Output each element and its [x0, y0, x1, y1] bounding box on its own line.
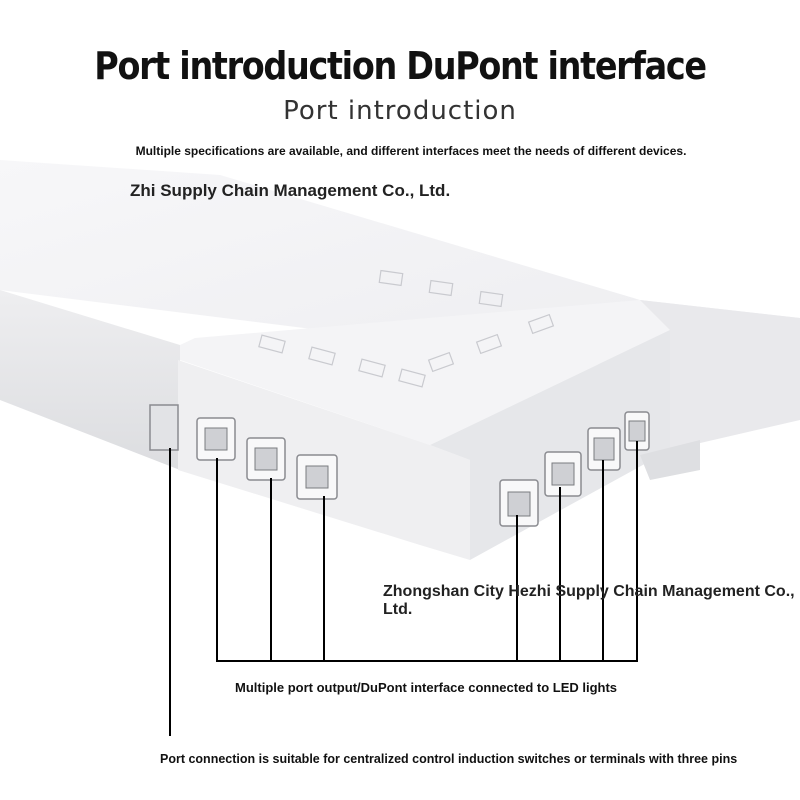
callout-lines	[169, 441, 638, 736]
page-title: Port introduction DuPont interface	[94, 44, 707, 88]
company-watermark-full: Zhongshan City Hezhi Supply Chain Manage…	[383, 583, 795, 618]
tagline: Multiple specifications are available, a…	[135, 144, 687, 158]
housing-right-face	[430, 330, 670, 560]
housing-front-top	[180, 300, 670, 445]
page-subtitle: Port introduction	[283, 96, 517, 126]
printed-markings	[258, 269, 555, 388]
led-output-caption: Multiple port output/DuPont interface co…	[235, 680, 618, 695]
three-pin-port	[149, 404, 179, 451]
port-connection-caption: Port connection is suitable for centrali…	[160, 752, 738, 766]
housing-left-side	[0, 290, 180, 470]
company-watermark-short: Zhi Supply Chain Management Co., Ltd.	[130, 181, 451, 200]
housing-tail	[640, 300, 800, 450]
